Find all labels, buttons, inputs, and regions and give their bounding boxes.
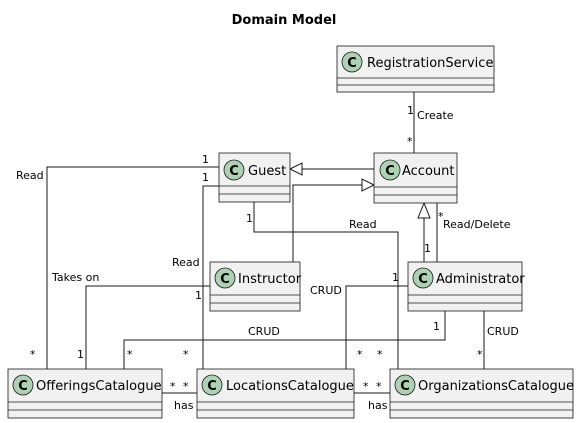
class-stereotype-icon [214, 267, 236, 289]
multiplicity-label: * [377, 348, 383, 361]
multiplicity-label: * [376, 380, 382, 393]
class-stereotype-icon [394, 374, 416, 396]
multiplicity-label: * [30, 348, 36, 361]
multiplicity-label: 1 [407, 104, 414, 117]
multiplicity-label: 1 [202, 153, 209, 166]
class-administrator[interactable]: C Administrator [407, 261, 525, 312]
class-stereotype-glyph: C [400, 379, 410, 394]
generalization-arrow-instructor [361, 178, 376, 192]
class-stereotype-glyph: C [229, 164, 239, 179]
relation-label: Read [349, 218, 377, 231]
edge-instructor-offerings [85, 285, 210, 369]
edge-guest-organizations [253, 202, 399, 369]
multiplicity-label: * [170, 380, 176, 393]
class-name: LocationsCatalogue [226, 379, 354, 394]
multiplicity-label: * [127, 348, 133, 361]
class-stereotype-glyph: C [418, 272, 428, 287]
class-instructor[interactable]: C Instructor [209, 261, 302, 312]
multiplicity-label: 1 [77, 348, 84, 361]
multiplicity-label: * [363, 380, 369, 393]
relation-label: CRUD [487, 325, 519, 338]
class-stereotype-icon [201, 374, 223, 396]
multiplicity-label: 1 [195, 289, 202, 302]
relation-label: Takes on [51, 271, 99, 284]
multiplicity-label: 1 [392, 271, 399, 284]
relation-label: Create [417, 109, 454, 122]
relation-labels: 1 Create * Read 1 * 1 Read * 1 Read * Ta… [16, 104, 519, 412]
multiplicity-label: * [183, 380, 189, 393]
class-stereotype-glyph: C [220, 272, 230, 287]
class-guest[interactable]: C Guest [218, 152, 291, 203]
class-stereotype-glyph: C [385, 164, 395, 179]
multiplicity-label: * [183, 348, 189, 361]
multiplicity-label: 1 [246, 212, 253, 225]
class-stereotype-icon [379, 159, 401, 181]
class-account[interactable]: C Account [373, 152, 458, 204]
diagram-title: Domain Model [232, 13, 337, 28]
edge-guest-locations [202, 185, 219, 369]
class-name: Administrator [436, 272, 525, 287]
class-stereotype-glyph: C [18, 379, 28, 394]
edges [46, 92, 485, 394]
class-stereotype-icon [412, 267, 434, 289]
relation-label: has [174, 399, 194, 412]
edge-instructor-account [292, 184, 362, 263]
class-stereotype-glyph: C [207, 379, 217, 394]
class-name: Guest [248, 164, 286, 179]
multiplicity-label: * [357, 348, 363, 361]
edge-admin-locations [345, 285, 408, 369]
generalization-arrow-guest [288, 162, 303, 176]
class-name: OfferingsCatalogue [36, 379, 162, 394]
class-organizations-catalogue[interactable]: C OrganizationsCatalogue [389, 368, 574, 419]
multiplicity-label: * [407, 135, 413, 148]
class-stereotype-glyph: C [347, 56, 357, 71]
class-name: Account [402, 164, 455, 179]
class-stereotype-icon [341, 51, 363, 73]
relation-label: Read/Delete [443, 218, 511, 231]
class-offerings-catalogue[interactable]: C OfferingsCatalogue [7, 368, 163, 419]
class-name: OrganizationsCatalogue [418, 379, 574, 394]
class-locations-catalogue[interactable]: C LocationsCatalogue [196, 368, 355, 419]
class-stereotype-icon [12, 374, 34, 396]
relation-label: has [368, 399, 388, 412]
multiplicity-label: 1 [433, 320, 440, 333]
edge-guest-offerings [46, 166, 219, 369]
multiplicity-label: * [438, 210, 444, 223]
class-registration-service[interactable]: C RegistrationService [336, 45, 495, 93]
class-stereotype-icon [223, 159, 245, 181]
relation-label: Read [172, 256, 200, 269]
relation-label: CRUD [310, 284, 342, 297]
class-name: Instructor [238, 272, 302, 287]
multiplicity-label: 1 [202, 171, 209, 184]
edge-admin-offerings [123, 311, 446, 369]
relation-label: CRUD [248, 325, 280, 338]
multiplicity-label: * [477, 348, 483, 361]
class-name: RegistrationService [367, 56, 493, 71]
relation-label: Read [16, 169, 44, 182]
generalization-arrow-administrator [417, 201, 431, 219]
multiplicity-label: 1 [424, 242, 431, 255]
